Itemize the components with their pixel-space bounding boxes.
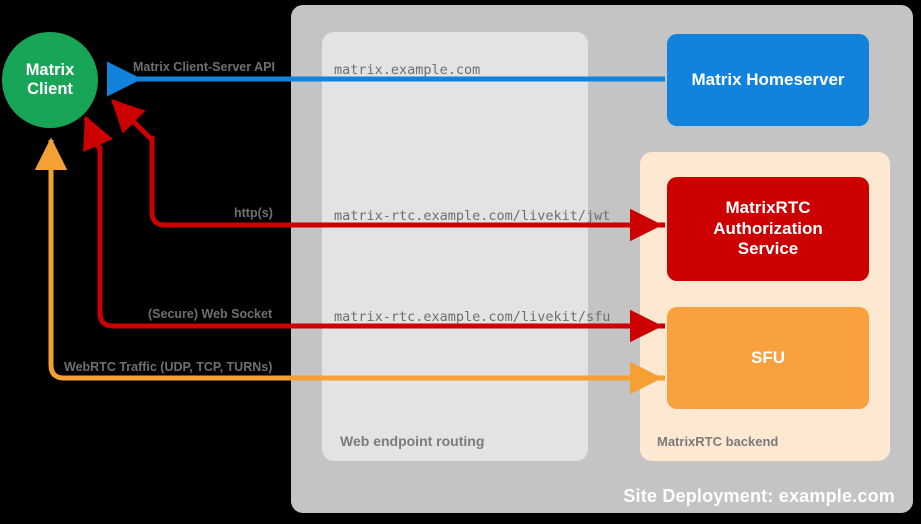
flow-label-client-server-api: Matrix Client-Server API xyxy=(133,60,275,74)
flow-label-websocket: (Secure) Web Socket xyxy=(148,307,273,321)
endpoint-label-matrix: matrix.example.com xyxy=(334,62,481,78)
matrix-client-label-line1: Matrix xyxy=(25,60,75,79)
sfu-label: SFU xyxy=(751,347,785,367)
auth-service-label-line2: Authorization xyxy=(713,218,823,238)
auth-service-label-line1: MatrixRTC xyxy=(725,198,811,218)
endpoint-label-jwt: matrix-rtc.example.com/livekit/jwt xyxy=(334,208,611,224)
matrixrtc-backend-label: MatrixRTC backend xyxy=(657,434,779,449)
matrix-client-node[interactable]: Matrix Client xyxy=(2,32,98,128)
matrix-homeserver-node[interactable]: Matrix Homeserver xyxy=(667,34,869,126)
matrix-homeserver-label: Matrix Homeserver xyxy=(691,69,845,89)
flow-label-webrtc: WebRTC Traffic (UDP, TCP, TURNs) xyxy=(64,360,273,374)
flow-label-https: http(s) xyxy=(234,206,273,220)
matrixrtc-authorization-service-node[interactable]: MatrixRTC Authorization Service xyxy=(667,177,869,281)
matrix-client-label-line2: Client xyxy=(27,80,73,98)
arrow-webrtc-traffic xyxy=(34,137,665,395)
arrow-https-jwt xyxy=(111,99,665,242)
arrow-secure-websocket-sfu xyxy=(83,115,665,343)
auth-service-label-line3: Service xyxy=(737,239,799,259)
endpoint-label-sfu: matrix-rtc.example.com/livekit/sfu xyxy=(334,309,611,325)
web-endpoint-routing-label: Web endpoint routing xyxy=(340,433,485,449)
sfu-node[interactable]: SFU xyxy=(667,307,869,409)
web-endpoint-routing-container: Web endpoint routing xyxy=(322,32,588,461)
site-deployment-label: Site Deployment: example.com xyxy=(623,486,895,506)
